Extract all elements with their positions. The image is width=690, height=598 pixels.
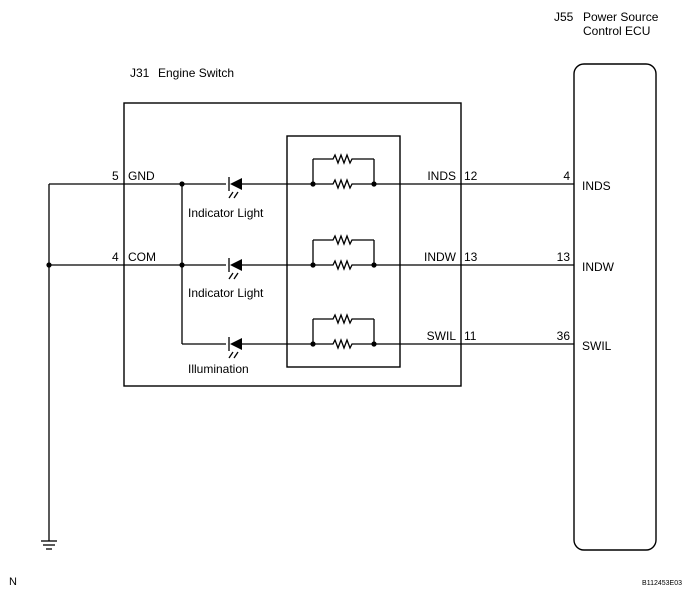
pin-number: 13: [557, 250, 571, 264]
ecu-name-line1: Power Source: [583, 10, 659, 24]
switch-name: Engine Switch: [158, 66, 234, 80]
ecu-header: J55 Power Source Control ECU: [554, 10, 659, 38]
pin-label: SWIL: [427, 329, 457, 343]
pin-label: COM: [128, 250, 156, 264]
resistor-pair-swil: [310, 313, 377, 350]
ecu-body: [573, 63, 657, 551]
ground-wiring: [46, 183, 124, 541]
pin-label: INDS: [427, 169, 456, 183]
corner-mark: N: [9, 576, 17, 588]
pin-label: INDW: [582, 260, 615, 274]
figure-code: B112453E03: [642, 580, 682, 587]
resistor-pair-inds: [310, 153, 377, 190]
ecu-pin-inds: 4 INDS: [563, 169, 610, 193]
switch-pin-inds: INDS 12: [427, 169, 477, 183]
resistor-module: [286, 135, 401, 368]
led-label: Illumination: [188, 362, 249, 376]
led-label: Indicator Light: [188, 206, 264, 220]
switch-body: [123, 102, 462, 387]
pin-number: 5: [112, 169, 119, 183]
switch-id: J31: [130, 66, 150, 80]
ecu-pin-swil: 36 SWIL: [557, 329, 612, 353]
ecu-pin-indw: 13 INDW: [557, 250, 615, 274]
left-pin-gnd: 5 GND: [112, 169, 155, 183]
ground-junction-dot: [46, 262, 52, 268]
pin-number: 36: [557, 329, 571, 343]
led-indicator-light-2: Indicator Light: [188, 258, 264, 300]
pin-number: 4: [112, 250, 119, 264]
pin-label: SWIL: [582, 339, 612, 353]
pin-label: INDS: [582, 179, 611, 193]
switch-header: J31 Engine Switch: [130, 66, 234, 80]
pin-number: 12: [464, 169, 478, 183]
led-indicator-light-1: Indicator Light: [188, 177, 264, 220]
ground-icon: [41, 540, 57, 550]
ecu-name-line2: Control ECU: [583, 24, 650, 38]
resistor-pair-indw: [310, 234, 377, 271]
pin-number: 4: [563, 169, 570, 183]
switch-pin-swil: SWIL 11: [427, 329, 477, 343]
led-label: Indicator Light: [188, 286, 264, 300]
ecu-id: J55: [554, 10, 574, 24]
pin-number: 13: [464, 250, 478, 264]
led-illumination: Illumination: [188, 337, 249, 376]
pin-label: GND: [128, 169, 155, 183]
left-pin-com: 4 COM: [112, 250, 156, 264]
internal-wiring: [124, 181, 574, 345]
pin-number: 11: [464, 329, 477, 343]
pin-label: INDW: [424, 250, 457, 264]
switch-pin-indw: INDW 13: [424, 250, 478, 264]
